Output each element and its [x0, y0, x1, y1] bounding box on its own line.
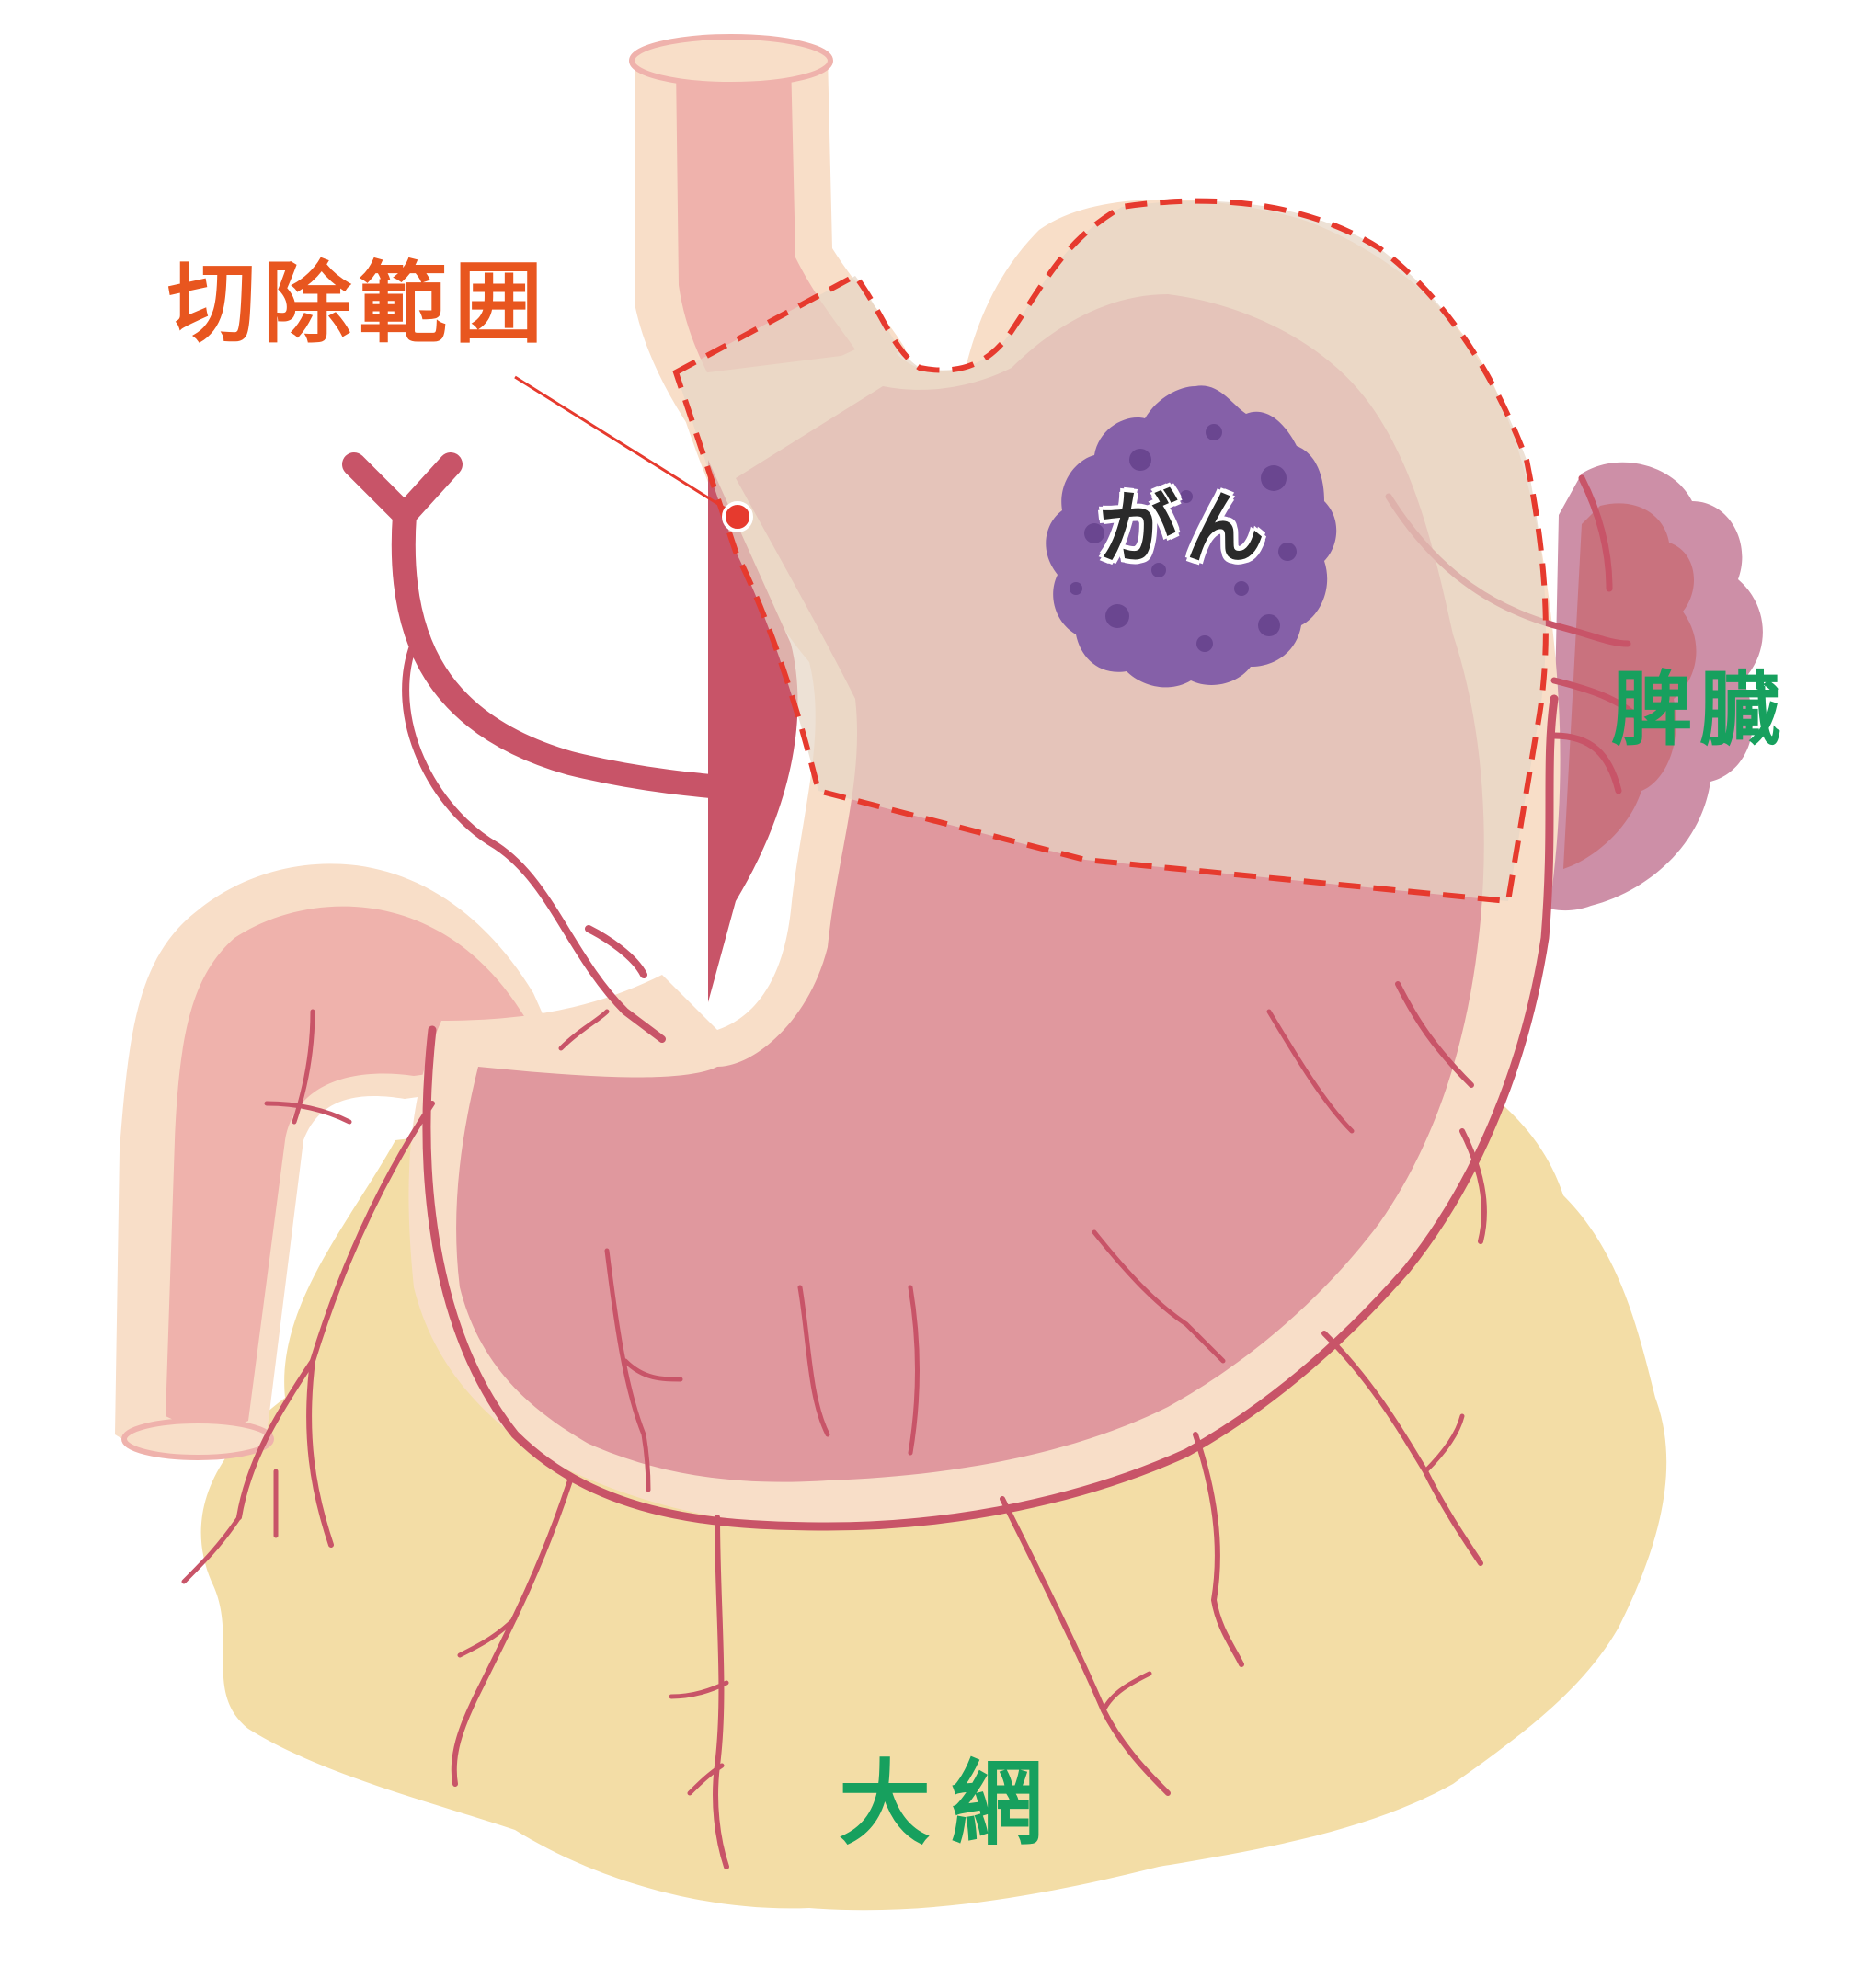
resection-leader-dot: [722, 501, 753, 532]
resection-leader-line: [514, 375, 737, 517]
spleen: [1508, 462, 1763, 911]
cancer-label: がん: [1099, 483, 1272, 575]
spleen-label: 脾臓: [1611, 662, 1789, 757]
omentum-label: 大網: [839, 1750, 1063, 1857]
resection-area-label: 切除範囲: [167, 252, 550, 355]
duodenum-opening: [121, 1418, 274, 1460]
cancer-tumor: [1046, 385, 1337, 688]
esophagus-opening: [629, 34, 833, 87]
gastric-vessels: [181, 694, 1559, 1869]
left-gastric-artery: [342, 452, 775, 1043]
resection-cut-line: [672, 198, 1549, 905]
lesser-curvature-band: [708, 460, 798, 1002]
